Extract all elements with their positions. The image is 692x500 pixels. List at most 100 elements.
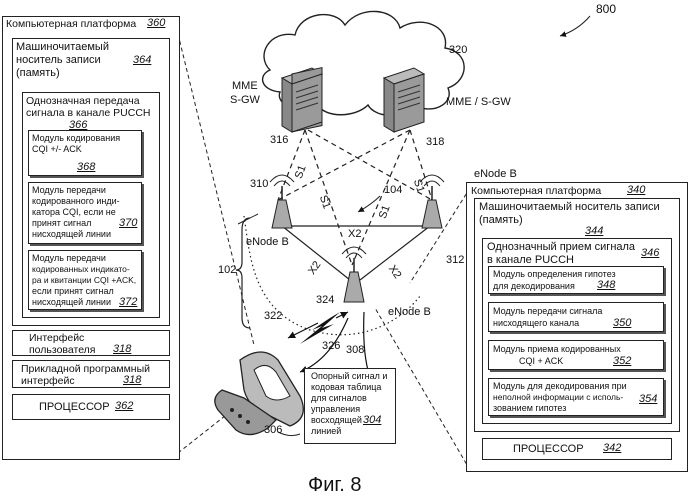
left-memory-num: 364	[133, 54, 151, 66]
callout-304: Опорный сигнал и кодовая таблица для сиг…	[304, 368, 396, 444]
right-pucch-line1: Однозначный прием сигнала	[487, 241, 635, 253]
module-348-num: 348	[597, 279, 615, 291]
module-370: Модуль передачи кодированного инди- като…	[28, 182, 142, 244]
left-platform-title: Компьютерная платформа	[6, 18, 136, 30]
module-372-line1: Модуль передачи	[32, 253, 106, 264]
ref-104: 104	[384, 184, 402, 196]
module-352-line1: Модуль приема кодированных	[493, 344, 621, 355]
module-370-num: 370	[119, 217, 137, 229]
ref-306: 306	[264, 424, 282, 436]
left-memory-line1: Машиночитаемый	[16, 41, 109, 53]
right-enodeb-title: eNode B	[474, 168, 517, 180]
left-pucch-line1: Однозначная передача	[26, 95, 140, 107]
module-350-line2: нисходящего канала	[493, 318, 579, 329]
bracket-102	[236, 218, 250, 328]
enb-left-label: eNode B	[246, 236, 289, 248]
right-platform-title: Компьютерная платформа	[471, 185, 601, 197]
right-platform-num: 340	[627, 184, 645, 196]
right-processor-label: ПРОЦЕССОР	[513, 443, 584, 455]
module-370-line5: нисходящей линии	[32, 229, 111, 240]
module-354-line1: Модуль для декодирования при	[493, 381, 627, 392]
left-platform-num: 360	[147, 17, 165, 29]
module-354-num: 354	[639, 393, 657, 405]
module-370-line1: Модуль передачи	[32, 185, 106, 196]
right-memory-line2: (память)	[479, 214, 523, 226]
callout-line5: восходящей	[311, 415, 362, 426]
mme-server-left	[282, 68, 322, 132]
module-354-line3: зованием гипотез	[493, 403, 566, 414]
callout-line6: линией	[311, 426, 341, 437]
right-pucch-line2: в канале PUCCH	[487, 254, 574, 266]
module-372-num: 372	[119, 296, 137, 308]
callout-num: 304	[363, 414, 381, 426]
figure-ref-800: 800	[596, 2, 616, 16]
enb-center-num: 308	[346, 344, 364, 356]
enb-left-num: 310	[250, 178, 268, 190]
mme-left-line1: MME	[232, 80, 258, 92]
right-processor-box: ПРОЦЕССОР 342	[482, 438, 672, 460]
module-348-line2: для декодирования	[493, 281, 575, 292]
ref-324: 324	[316, 294, 334, 306]
mme-server-right	[384, 68, 424, 132]
mme-right-label: MME / S-GW	[446, 96, 511, 108]
left-processor-label: ПРОЦЕССОР	[39, 401, 110, 413]
module-354: Модуль для декодирования при неполной ин…	[488, 378, 664, 416]
left-processor-box: ПРОЦЕССОР 362	[12, 394, 170, 420]
module-372-line5: нисходящей линии	[32, 297, 111, 308]
api-num: 318	[123, 374, 141, 386]
callout-line4: управления	[311, 404, 360, 415]
ui-num: 318	[113, 343, 131, 355]
enb-right-num: 312	[446, 254, 464, 266]
left-pucch-line2: сигнала в канале PUCCH	[26, 107, 150, 119]
mme-left-num: 316	[270, 134, 288, 146]
right-memory-line1: Машиночитаемый носитель записи	[479, 201, 660, 213]
antenna-left-enb	[270, 175, 294, 228]
module-372-line2: кодированных индикато-	[32, 264, 130, 275]
module-368: Модуль кодирования CQI +/- ACK 368	[28, 130, 142, 176]
mme-left-line2: S-GW	[230, 94, 260, 106]
module-370-line3: катора CQI, если не	[32, 207, 116, 218]
callout-line2: кодовая таблица	[311, 382, 381, 393]
ui-line1: Интерфейс	[29, 332, 84, 344]
antenna-center-enb	[342, 247, 366, 302]
left-processor-num: 362	[115, 400, 133, 412]
figure-caption: Фиг. 8	[308, 474, 361, 497]
module-368-line1: Модуль кодирования	[32, 133, 120, 144]
left-memory-line3: (память)	[16, 67, 60, 79]
ui-line2: пользователя	[29, 344, 96, 356]
x2-label-top: X2	[348, 228, 361, 240]
module-352-line2: CQI + ACK	[519, 356, 563, 367]
api-line2: интерфейс	[21, 375, 75, 387]
mme-right-num: 318	[426, 136, 444, 148]
ref-326: 326	[322, 340, 340, 352]
module-368-line2: CQI +/- ACK	[32, 144, 82, 155]
right-memory-num: 344	[585, 225, 603, 237]
left-memory-line2: носитель записи	[16, 54, 101, 66]
module-348-line1: Модуль определения гипотез	[493, 269, 616, 280]
module-372-line3: ра и квитанции CQI +ACK,	[32, 275, 136, 286]
left-user-interface-box: Интерфейс пользователя 318	[12, 330, 170, 356]
module-352-num: 352	[613, 355, 631, 367]
module-372-line4: если принят сигнал	[32, 286, 114, 297]
ref-322: 322	[264, 310, 282, 322]
left-api-box: Прикладной программный интерфейс 318	[12, 360, 170, 388]
right-processor-num: 342	[603, 442, 621, 454]
module-370-line2: кодированного инди-	[32, 196, 120, 207]
module-354-line2: неполной информации с исполь-	[493, 392, 623, 403]
module-348: Модуль определения гипотез для декодиров…	[488, 266, 664, 294]
module-368-num: 368	[77, 161, 95, 173]
enb-center-label: eNode B	[388, 306, 431, 318]
module-350-line1: Модуль передачи сигнала	[493, 306, 602, 317]
module-350-num: 350	[613, 317, 631, 329]
module-370-line4: принят сигнал	[32, 218, 91, 229]
module-350: Модуль передачи сигнала нисходящего кана…	[488, 302, 664, 332]
right-pucch-num: 346	[641, 247, 659, 259]
module-352: Модуль приема кодированных CQI + ACK 352	[488, 340, 664, 370]
ref-102: 102	[218, 264, 236, 276]
callout-line1: Опорный сигнал и	[311, 371, 387, 382]
cloud-num: 320	[449, 44, 467, 56]
mobile-phone	[215, 352, 304, 435]
s1-links	[278, 130, 432, 265]
module-372: Модуль передачи кодированных индикато- р…	[28, 250, 142, 310]
callout-line3: для сигналов	[311, 393, 367, 404]
